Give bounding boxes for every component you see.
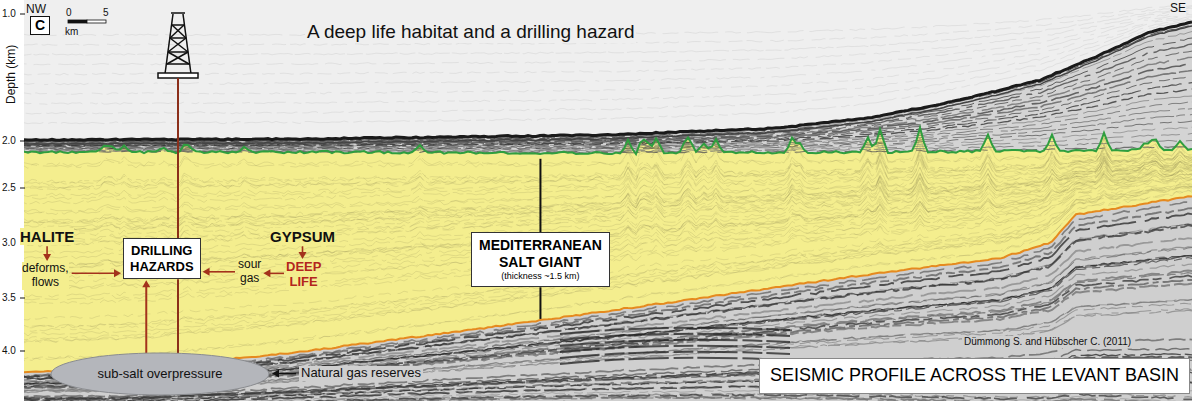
rig-leg: [183, 14, 191, 74]
reserves-arrow-head: [272, 369, 279, 377]
pressure-arrow-line-head: [142, 280, 150, 287]
axis-title: Depth (km): [5, 45, 19, 104]
drilling-rig: [158, 13, 198, 78]
rig-crown: [171, 12, 185, 14]
thickness-line: [539, 159, 541, 232]
halite-arrow-head: [43, 254, 51, 261]
axis-margin: [0, 0, 24, 401]
overpressure-ellipse: sub-salt overpressure: [50, 352, 270, 396]
habitat-label: DEEP LIFE: [286, 260, 321, 290]
hazard-box: DRILLING HAZARDS: [123, 238, 201, 279]
rig-brace: [172, 25, 186, 38]
rig-bar: [167, 63, 189, 65]
halite-arrow-shaft: [46, 246, 48, 255]
rig-brace: [168, 52, 189, 64]
rig-brace: [167, 52, 188, 64]
water-noise: [0, 8, 1192, 55]
depth-ticks: [20, 14, 25, 351]
profile-title-box: SEISMIC PROFILE ACROSS THE LEVANT BASIN: [759, 358, 1190, 394]
rig-leg: [165, 14, 173, 74]
scale-number: 5: [103, 7, 109, 19]
tick: [20, 188, 25, 189]
sub-salt-reflector: [0, 280, 1192, 388]
tick: [20, 298, 25, 299]
scale-segment: [87, 20, 106, 23]
pressure-arrow-line-shaft: [145, 286, 147, 353]
node-text: SEISMIC PROFILE ACROSS THE LEVANT BASIN: [770, 365, 1179, 387]
rig-brace: [170, 25, 184, 38]
sour-gas-arrow: [203, 268, 235, 276]
scale-unit: km: [65, 26, 78, 38]
sub-salt-reflector: [0, 271, 1192, 387]
source-credit: Dümmong S. and Hübscher C. (2011): [962, 336, 1133, 348]
halite-arrow: [43, 246, 51, 261]
rig-brace: [170, 38, 188, 52]
reserves-arrow: [272, 369, 296, 377]
water-noise: [0, 10, 1192, 65]
rig-bar: [172, 24, 184, 26]
scale-number: 0: [66, 7, 72, 19]
figure-title: A deep life habitat and a drilling hazar…: [305, 21, 636, 43]
drill-string: [177, 78, 179, 238]
deep-life-arrow-head: [263, 269, 270, 277]
strong-reflector: [560, 358, 790, 364]
sub-salt-reflector: [0, 276, 1192, 388]
axis-tick-label: 2.5: [2, 182, 16, 194]
rock-label: HALITE: [20, 228, 74, 245]
deep-life-arrow: [263, 269, 284, 277]
axis-tick-label: 3.0: [2, 237, 16, 249]
process-label: sour gas: [238, 258, 261, 286]
scale-segment: [68, 20, 87, 23]
pressure-arrow-line: [142, 280, 150, 353]
deep-life-arrow-shaft: [269, 273, 284, 275]
rig-bar: [170, 37, 186, 39]
sour-gas-arrow-shaft: [209, 271, 235, 273]
sour-gas-arrow-head: [203, 268, 210, 276]
node-subtext: (thickness ~1.5 km): [479, 271, 602, 283]
note-label: Natural gas reserves: [299, 366, 423, 381]
process-label: deforms, flows: [22, 262, 69, 290]
ellipse-shape: [51, 353, 269, 395]
axis-tick-label: 3.5: [2, 292, 16, 304]
deforms-arrow-shaft: [72, 272, 115, 274]
rig-brace: [168, 38, 186, 52]
salt-thickness-box: MEDITERRANEAN SALT GIANT(thickness ~1.5 …: [471, 232, 610, 287]
gypsum-arrow-shaft: [302, 246, 304, 253]
axis-tick-label: 2.0: [2, 135, 16, 147]
deforms-arrow: [72, 269, 121, 277]
reserves-arrow-shaft: [278, 373, 296, 374]
direction-label: SE: [1170, 2, 1186, 16]
drill-string: [177, 279, 179, 353]
pressure-arrow: [142, 280, 150, 353]
tick: [20, 141, 25, 142]
water-noise: [0, 13, 1192, 85]
node-text: sub-salt overpressure: [98, 366, 223, 382]
deforms-arrow-head: [114, 269, 121, 277]
gypsum-arrow-head: [299, 252, 307, 259]
rig-platform: [158, 73, 198, 78]
node-text: C: [35, 17, 45, 34]
gypsum-arrow: [299, 246, 307, 259]
node-text: MEDITERRANEAN SALT GIANT: [479, 237, 602, 271]
node-text: DRILLING HAZARDS: [130, 243, 194, 274]
direction-label: NW: [26, 3, 46, 17]
panel-letter-box: C: [30, 16, 50, 35]
scale-bar: [68, 20, 106, 23]
axis-tick-label: 4.0: [2, 345, 16, 357]
thickness-line: [539, 287, 541, 319]
sub-salt-reflector: [0, 348, 1192, 398]
tick: [20, 14, 25, 15]
rig-bar: [168, 51, 188, 53]
water-noise: [0, 11, 1192, 75]
axis-tick-label: 1.0: [2, 8, 16, 20]
rock-label: GYPSUM: [270, 228, 335, 245]
tick: [20, 351, 25, 352]
